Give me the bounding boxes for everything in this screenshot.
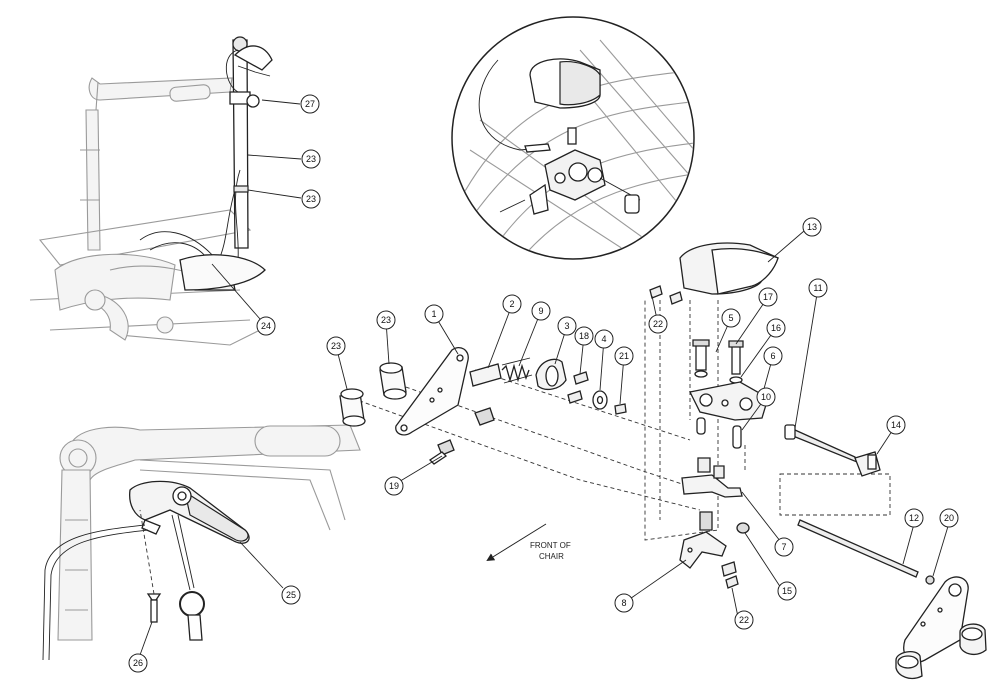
svg-text:8: 8	[621, 598, 626, 608]
callout-25: 23	[301, 189, 321, 209]
callout-14: 14	[886, 415, 906, 435]
svg-text:17: 17	[763, 292, 773, 302]
svg-text:26: 26	[133, 658, 143, 668]
svg-text:10: 10	[761, 392, 771, 402]
svg-text:15: 15	[782, 586, 792, 596]
svg-text:22: 22	[739, 615, 749, 625]
svg-text:23: 23	[381, 315, 391, 325]
svg-text:23: 23	[331, 341, 341, 351]
callout-23-a: 23	[376, 310, 396, 330]
svg-text:5: 5	[728, 313, 733, 323]
svg-text:20: 20	[944, 513, 954, 523]
svg-text:18: 18	[579, 331, 589, 341]
callout-16: 16	[766, 318, 786, 338]
callout-22-bottom: 22	[734, 610, 754, 630]
svg-text:1: 1	[431, 309, 436, 319]
callout-28: 26	[128, 653, 148, 673]
callout-4: 4	[594, 329, 614, 349]
callout-22-top: 22	[648, 314, 668, 334]
front-label-line1: FRONT OF	[530, 541, 571, 550]
callout-3: 3	[557, 316, 577, 336]
callout-23-b: 23	[326, 336, 346, 356]
callout-11: 11	[808, 278, 828, 298]
callout-1: 1	[424, 304, 444, 324]
exploded-assembly	[339, 242, 987, 680]
front-of-chair-indicator: FRONT OF CHAIR	[486, 523, 571, 562]
detail-circle-view	[451, 16, 695, 260]
hand-lever-view	[42, 424, 361, 661]
callout-21: 21	[614, 346, 634, 366]
chair-frame-view	[29, 36, 273, 346]
svg-text:3: 3	[564, 321, 569, 331]
callout-26: 24	[256, 316, 276, 336]
svg-text:24: 24	[261, 321, 271, 331]
callout-20: 20	[939, 508, 959, 528]
svg-text:23: 23	[306, 194, 316, 204]
callout-17: 17	[758, 287, 778, 307]
callout-2: 2	[502, 294, 522, 314]
callout-9: 9	[531, 301, 551, 321]
svg-text:21: 21	[619, 351, 629, 361]
svg-text:2: 2	[509, 299, 514, 309]
callout-5: 5	[721, 308, 741, 328]
svg-text:9: 9	[538, 306, 543, 316]
svg-text:25: 25	[286, 590, 296, 600]
svg-text:7: 7	[781, 542, 786, 552]
svg-text:4: 4	[601, 334, 606, 344]
callout-7: 7	[774, 537, 794, 557]
svg-text:27: 27	[305, 99, 315, 109]
callout-8: 8	[614, 593, 634, 613]
svg-text:13: 13	[807, 222, 817, 232]
callout-18: 18	[574, 326, 594, 346]
callout-10: 10	[756, 387, 776, 407]
svg-text:16: 16	[771, 323, 781, 333]
callout-27: 25	[281, 585, 301, 605]
svg-text:11: 11	[813, 283, 822, 293]
front-label-line2: CHAIR	[539, 552, 564, 561]
callout-19: 19	[384, 476, 404, 496]
callout-29: 27	[300, 94, 320, 114]
arrow-left-down-icon	[486, 523, 547, 562]
svg-text:14: 14	[891, 420, 901, 430]
callout-6: 6	[763, 346, 783, 366]
svg-text:12: 12	[909, 513, 919, 523]
callout-24: 23	[301, 149, 321, 169]
callout-13: 13	[802, 217, 822, 237]
svg-text:22: 22	[653, 319, 663, 329]
callout-12: 12	[904, 508, 924, 528]
svg-text:19: 19	[389, 481, 399, 491]
svg-text:23: 23	[306, 154, 316, 164]
callout-15: 15	[777, 581, 797, 601]
svg-text:6: 6	[770, 351, 775, 361]
